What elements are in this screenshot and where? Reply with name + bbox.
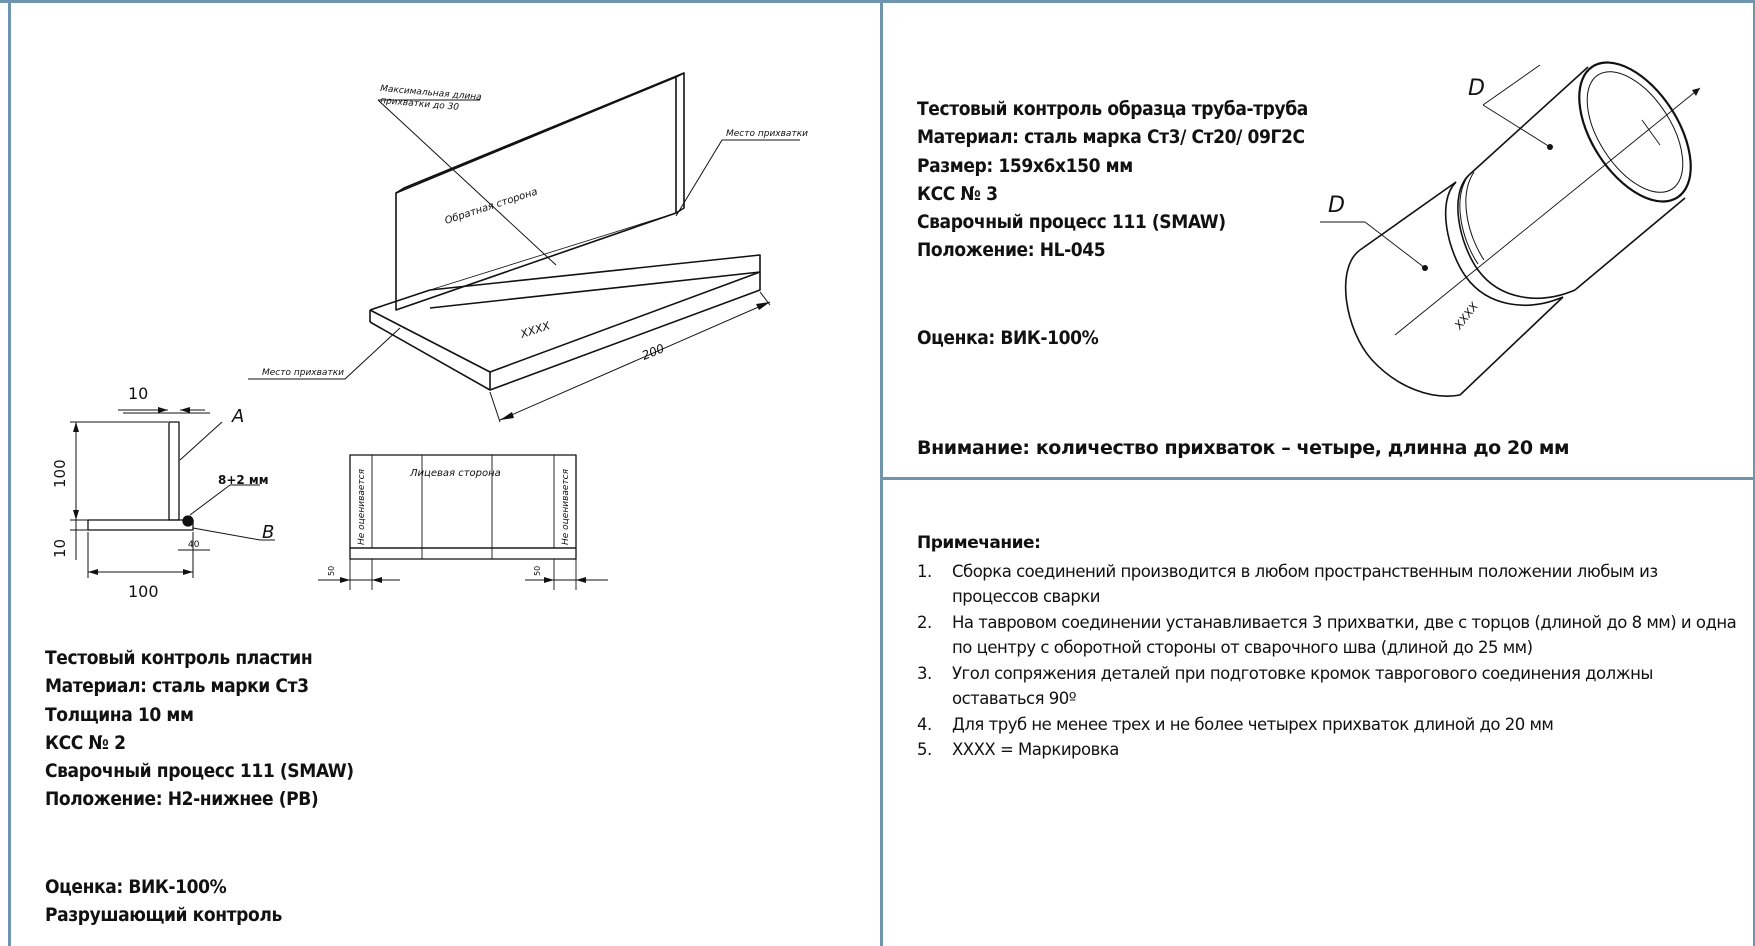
note-text: На тавровом соединении устанавливается 3…	[952, 612, 1737, 658]
plate-assessment: Оценка: ВИК-100%	[45, 876, 227, 898]
pipe-joint-drawing: D D XXXX	[1320, 61, 1701, 397]
note-number: 5.	[917, 740, 932, 759]
frame-right-divider	[1753, 0, 1755, 946]
tack-place-left-label: Место прихватки	[262, 368, 344, 378]
plate-thickness: Толщина 10 мм	[45, 703, 194, 726]
note-number: 4.	[917, 714, 932, 734]
frame-horizontal-divider	[880, 477, 1755, 480]
tack-place-top-label: Место прихватки	[726, 129, 808, 139]
not-evaluated-right-label: Не оценивается	[561, 468, 571, 545]
plate-process: Сварочный процесс 111 (SMAW)	[45, 760, 354, 783]
not-evaluated-left-label: Не оценивается	[357, 468, 367, 545]
label-a: A	[231, 406, 244, 427]
dim-right-plan: 50	[533, 566, 542, 576]
plate-kss: КСС № 2	[45, 731, 126, 754]
pipe-specs: Тестовый контроль образца труба-труба Ма…	[917, 95, 1308, 265]
plate-destructive: Разрушающий контроль	[45, 904, 282, 927]
notes-section: Примечание: 1. Сборка соединений произво…	[917, 531, 1737, 763]
frame-middle-divider	[880, 0, 883, 946]
dim-100-vertical: 100	[51, 459, 69, 488]
d-label-left: D	[1328, 193, 1345, 218]
plan-view	[318, 454, 608, 590]
dim-10-top: 10	[128, 384, 148, 403]
marking-pipe-label: XXXX	[1452, 300, 1482, 333]
note-item: 1. Сборка соединений производится в любо…	[917, 559, 1737, 610]
plate-material: Материал: сталь марки Ст3	[45, 675, 309, 698]
note-item: 4. Для труб не менее трех и не более чет…	[917, 712, 1737, 738]
pipe-process: Сварочный процесс 111 (SMAW)	[917, 211, 1226, 234]
weld-size-label: 8+2 мм	[218, 473, 269, 487]
plate-specs: Тестовый контроль пластин Материал: стал…	[45, 644, 354, 814]
frame-left-border	[8, 0, 11, 946]
note-number: 1.	[917, 561, 932, 581]
tee-joint-drawings: Максимальная длина прихватки до 30 Место…	[51, 72, 808, 601]
note-item: 2. На тавровом соединении устанавливаетс…	[917, 610, 1737, 661]
note-item: 3. Угол сопряжения деталей при подготовк…	[917, 661, 1737, 712]
dim-left-plan: 50	[327, 566, 336, 576]
d-label-top: D	[1468, 76, 1485, 101]
section-view	[70, 409, 275, 578]
dim-40: 40	[188, 540, 200, 550]
pipe-kss: КСС № 3	[917, 182, 998, 205]
pipe-warning: Внимание: количество прихваток – четыре,…	[917, 437, 1570, 459]
tee-joint-isometric	[369, 72, 761, 391]
note-number: 3.	[917, 663, 932, 683]
notes-list: 1. Сборка соединений производится в любо…	[917, 559, 1737, 763]
plate-position: Положение: Н2-нижнее (РВ)	[45, 788, 319, 811]
pipe-title: Тестовый контроль образца труба-труба	[917, 98, 1308, 120]
pipe-size: Размер: 159х6х150 мм	[917, 154, 1133, 177]
note-text: Угол сопряжения деталей при подготовке к…	[952, 663, 1653, 709]
pipe-material: Материал: сталь марка Ст3/ Ст20/ 09Г2С	[917, 126, 1305, 149]
pipe-assessment-block: Оценка: ВИК-100%	[917, 324, 1099, 352]
tee-leaders	[248, 99, 800, 423]
note-text: Сборка соединений производится в любом п…	[952, 561, 1658, 607]
frame-top-border	[0, 0, 1755, 3]
note-text: Для труб не менее трех и не более четыре…	[952, 714, 1554, 734]
face-side-label: Лицевая сторона	[409, 468, 501, 479]
note-number: 2.	[917, 612, 932, 632]
dim-100-bottom: 100	[128, 582, 159, 601]
dim-10-vertical: 10	[51, 539, 69, 558]
plate-assessment-block: Оценка: ВИК-100% Разрушающий контроль	[45, 873, 282, 930]
label-b: B	[262, 522, 274, 543]
note-text: XXXX = Маркировка	[952, 740, 1119, 759]
plate-title: Тестовый контроль пластин	[45, 647, 313, 669]
notes-title: Примечание:	[917, 533, 1041, 553]
pipe-position: Положение: HL-045	[917, 239, 1106, 262]
pipe-assessment: Оценка: ВИК-100%	[917, 327, 1099, 349]
note-item: 5. XXXX = Маркировка	[917, 737, 1737, 763]
